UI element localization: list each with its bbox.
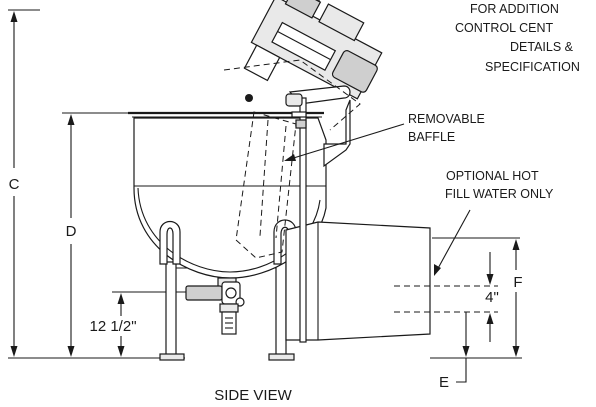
control-housing [285, 99, 431, 341]
note-removable-baffle: REMOVABLE BAFFLE [408, 112, 485, 144]
tilt-gear-motor [243, 0, 383, 100]
note-baffle-line-2: BAFFLE [408, 130, 455, 144]
note-additional-line-1: FOR ADDITION [470, 2, 559, 16]
dimension-e: E [439, 312, 470, 391]
note-additional-line-3: DETAILS & [510, 40, 574, 54]
dimension-f: F [430, 237, 523, 359]
dimension-d-label: D [66, 223, 77, 240]
note-additional-line-4: SPECIFICATION [485, 60, 580, 74]
dimension-c: C [8, 9, 185, 359]
removable-baffle [223, 59, 361, 259]
hot-fill-faucet [245, 85, 351, 343]
note-hot-fill-line-2: FILL WATER ONLY [445, 187, 554, 201]
note-hot-fill-line-1: OPTIONAL HOT [446, 169, 539, 183]
note-hot-fill: OPTIONAL HOT FILL WATER ONLY [445, 169, 554, 201]
dimension-4-inch-label: 4" [485, 289, 499, 306]
dimension-c-label: C [9, 176, 20, 193]
drain-valve [185, 277, 245, 335]
note-additional-info: FOR ADDITION CONTROL CENT DETAILS & SPEC… [455, 2, 580, 74]
dimension-4-inch: 4" [394, 252, 499, 342]
dimension-f-label: F [513, 274, 522, 291]
leader-lines [284, 123, 471, 276]
dimension-drain-height-label: 12 1/2" [89, 318, 136, 335]
dimension-e-label: E [439, 374, 449, 391]
dimension-d: D [62, 112, 132, 357]
note-additional-line-2: CONTROL CENT [455, 21, 554, 35]
view-title: SIDE VIEW [214, 387, 292, 404]
note-baffle-line-1: REMOVABLE [408, 112, 485, 126]
dimension-drain-height: 12 1/2" [89, 291, 196, 357]
